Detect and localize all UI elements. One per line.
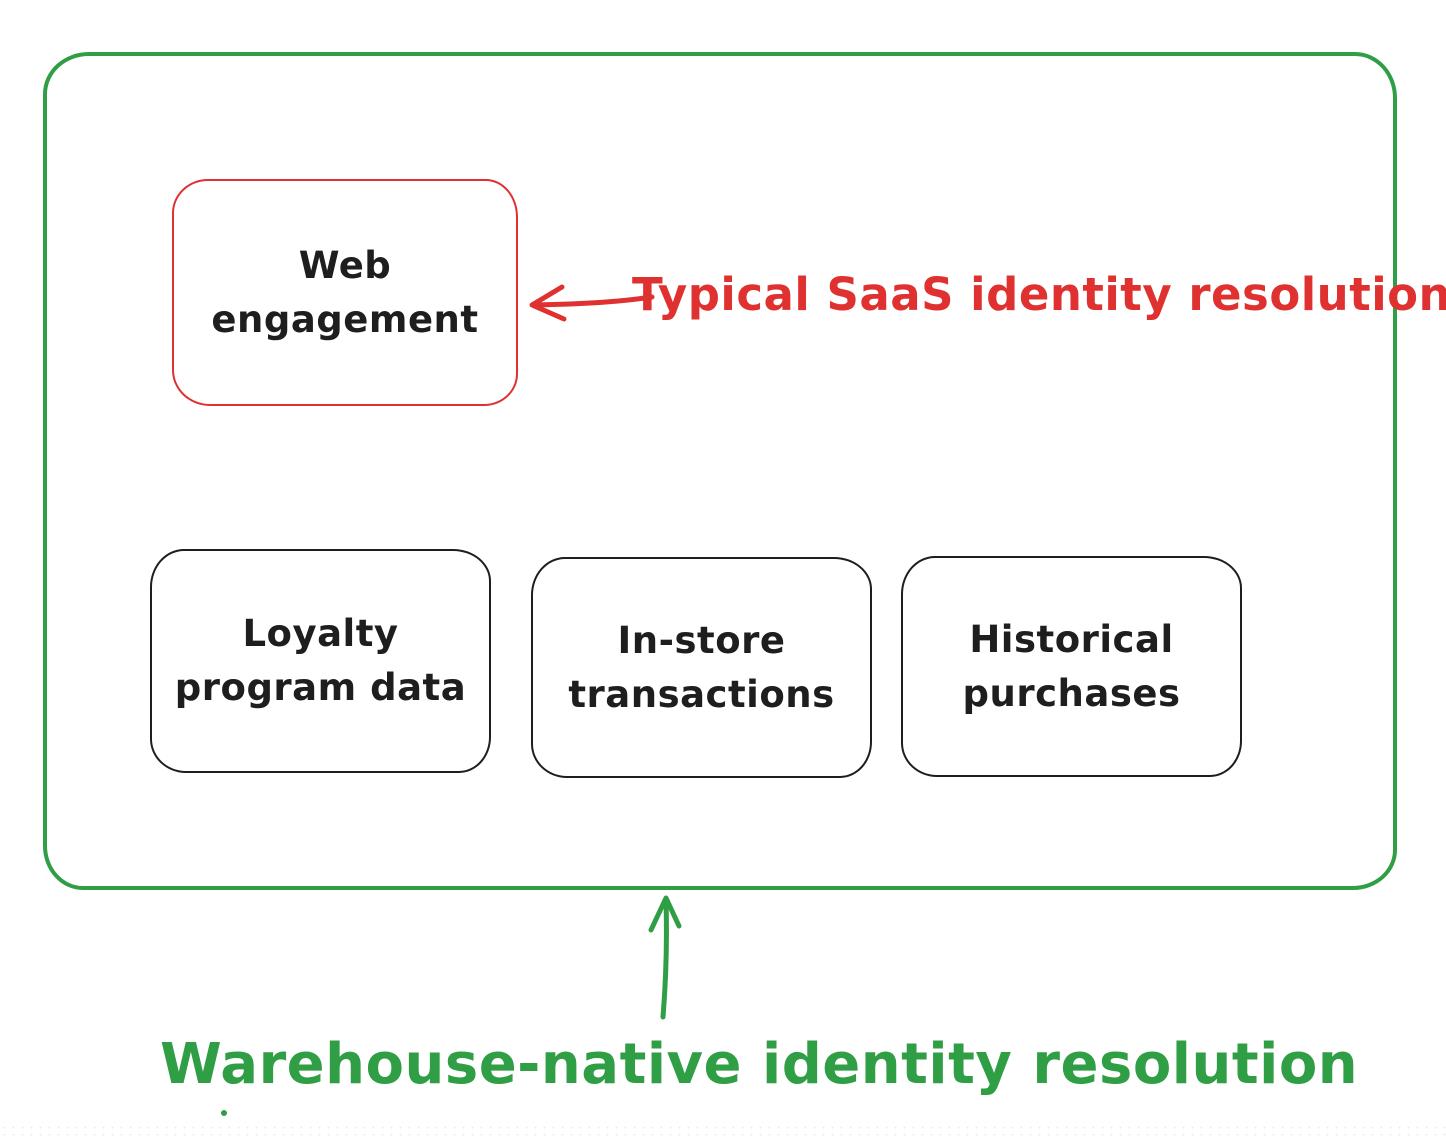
node-in-store-transactions: In-store transactions [531,557,872,778]
stray-dot [221,1110,227,1116]
node-web-engagement-line1: Web [298,243,392,287]
node-loyalty-line1: Loyalty [242,612,399,656]
bottom-dot-texture [0,1124,1446,1138]
node-instore-line2: transactions [568,672,835,716]
warehouse-scope-container [43,52,1397,890]
node-web-engagement-line2: engagement [211,297,479,341]
saas-identity-annotation: Typical SaaS identity resolution [632,268,1446,321]
node-loyalty-line2: program data [174,666,467,709]
node-historical-line2: purchases [962,671,1181,715]
node-instore-line1: In-store [617,618,786,662]
node-historical-line1: Historical [969,617,1174,661]
node-historical-purchases: Historical purchases [901,556,1242,777]
warehouse-identity-caption: Warehouse-native identity resolution [160,1032,1359,1097]
arrow-left-icon [529,284,655,322]
node-web-engagement: Web engagement [172,179,518,406]
arrow-up-icon [648,895,682,1020]
node-loyalty-program-data: Loyalty program data [150,549,491,773]
